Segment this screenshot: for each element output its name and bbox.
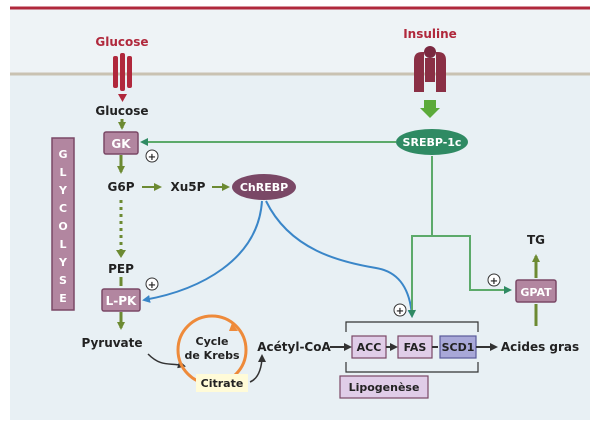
- glycolyse-letter: E: [59, 292, 67, 305]
- glycolyse-letter: C: [59, 202, 67, 215]
- chrebp-to-lpk-arrow: [142, 200, 263, 303]
- citrate-to-acetyl-arrow: [249, 354, 266, 383]
- chrebp-label: ChREBP: [240, 181, 288, 194]
- krebs-label-line1: Cycle: [196, 335, 229, 348]
- gpat-plus-label: +: [490, 276, 498, 287]
- glucose-outside-label: Glucose: [95, 35, 148, 49]
- glycolyse-letter: L: [59, 166, 66, 179]
- lpk-plus-label: +: [148, 280, 156, 291]
- chrebp-node: [232, 174, 296, 200]
- krebs-label-line2: de Krebs: [185, 349, 240, 362]
- citrate-label: Citrate: [201, 377, 244, 390]
- insulin-receptor-icon: [414, 46, 446, 92]
- chrebp-to-lipogenesis-arrow: [265, 200, 416, 318]
- lipogenesis-bottom-brace: [345, 362, 479, 373]
- xu5p-label: Xu5P: [171, 180, 206, 194]
- cell-interior: [10, 8, 590, 420]
- scd1-label: SCD1: [442, 341, 475, 354]
- srebp-to-lipogenesis-arrow: [408, 156, 433, 318]
- glycolyse-letter: S: [59, 274, 67, 287]
- srebp1c-node: [396, 129, 468, 155]
- extracellular-space: [10, 8, 590, 74]
- lipogenesis-plus-label: +: [396, 306, 404, 317]
- lipogenese-label: Lipogenèse: [349, 381, 420, 394]
- lpk-label: L-PK: [106, 294, 137, 308]
- gk-plus-label: +: [148, 152, 156, 163]
- glucose-transporter-icon: [113, 53, 132, 102]
- lipogenese-box: [339, 375, 429, 399]
- gpat-activation-sign: [487, 273, 501, 287]
- gk-label: GK: [111, 137, 131, 151]
- glucose-inside-label: Glucose: [95, 104, 148, 118]
- glycolyse-letter: Y: [58, 256, 68, 269]
- gpat-label: GPAT: [520, 286, 552, 299]
- lpk-enzyme-box: [101, 288, 141, 312]
- glycolyse-letter: O: [58, 220, 67, 233]
- gpat-enzyme-box: [515, 279, 557, 303]
- lpk-activation-sign: [145, 277, 159, 291]
- glycolyse-letter: L: [59, 238, 66, 251]
- krebs-cycle-arrowhead: [229, 323, 238, 331]
- glycolyse-bar: [51, 137, 75, 311]
- insuline-label: Insuline: [403, 27, 457, 41]
- acetyl-coa-label: Acétyl-CoA: [257, 340, 331, 354]
- gk-enzyme-box: [103, 131, 139, 155]
- pyruvate-label: Pyruvate: [81, 336, 142, 350]
- pep-label: PEP: [108, 262, 134, 276]
- srebp-to-gpat-arrow: [432, 235, 512, 294]
- lipogenesis-top-brace: [345, 321, 479, 332]
- acc-label: ACC: [357, 341, 382, 354]
- g6p-label: G6P: [108, 180, 135, 194]
- srebp1c-label: SREBP-1c: [403, 136, 462, 149]
- tg-label: TG: [527, 233, 545, 247]
- pep-arrowhead: [116, 250, 126, 258]
- glycolyse-letter: Y: [58, 184, 68, 197]
- insulin-signal-arrow-icon: [420, 100, 440, 118]
- fas-label: FAS: [404, 341, 427, 354]
- acides-gras-label: Acides gras: [501, 340, 579, 354]
- citrate-box: [196, 374, 248, 392]
- lipogenesis-activation-sign: [393, 303, 407, 317]
- gk-activation-sign: [145, 149, 159, 163]
- glycolyse-letter: G: [58, 148, 67, 161]
